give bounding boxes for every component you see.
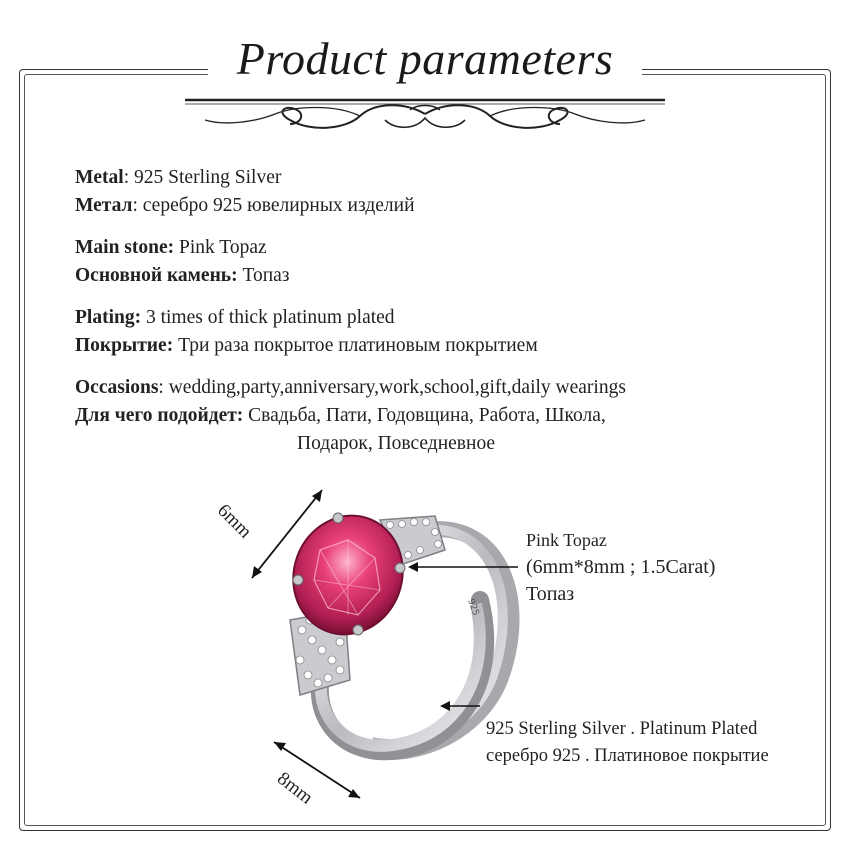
plating-ru-value: Три раза покрытое платиновым покрытием <box>173 335 538 356</box>
dimension-arrow-8mm-icon <box>273 741 361 799</box>
metal-ru-label: Метал <box>75 195 133 216</box>
occasions-ru-row-2: Подарок, Повседневное <box>75 430 815 458</box>
metal-en-row: Metal: 925 Sterling Silver <box>75 164 815 192</box>
stone-label-ru: Топаз <box>526 583 575 605</box>
parameters-list: Metal: 925 Sterling Silver Метал: серебр… <box>75 164 815 472</box>
metal-label-en: 925 Sterling Silver . Platinum Plated <box>486 719 758 739</box>
occasions-ru-value-2: Подарок, Повседневное <box>297 433 496 454</box>
metal-pointer-arrow-icon <box>440 701 480 711</box>
plating-ru-label: Покрытие: <box>75 335 174 356</box>
ring-diagram: 925 <box>251 489 520 799</box>
plating-en-value: 3 times of thick platinum plated <box>141 307 395 328</box>
stone-en-row: Main stone: Pink Topaz <box>75 234 815 262</box>
occasions-ru-label: Для чего подойдет: <box>75 405 244 426</box>
stone-en-value: Pink Topaz <box>174 237 267 258</box>
metal-ru-row: Метал: серебро 925 ювелирных изделий <box>75 192 815 220</box>
plating-en-label: Plating: <box>75 307 142 328</box>
stone-label-size: (6mm*8mm ; 1.5Carat) <box>526 556 716 578</box>
stone-pointer-arrow-icon <box>408 562 518 572</box>
ornament-flourish-icon <box>185 98 665 129</box>
metal-en-value: : 925 Sterling Silver <box>123 167 282 188</box>
plating-en-row: Plating: 3 times of thick platinum plate… <box>75 304 815 332</box>
occasions-ru-row: Для чего подойдет: Свадьба, Пати, Годовщ… <box>75 402 815 430</box>
occasions-en-label: Occasions <box>75 377 159 398</box>
occasions-ru-value: Свадьба, Пати, Годовщина, Работа, Школа, <box>243 405 606 426</box>
page-title: Product parameters <box>236 33 614 84</box>
occasions-en-value: : wedding,party,anniversary,work,school,… <box>158 377 626 398</box>
metal-label-ru: серебро 925 . Платиновое покрытие <box>486 746 769 766</box>
stone-ru-value: Топаз <box>237 265 290 286</box>
pink-topaz-gem-icon <box>292 512 406 636</box>
stone-ru-row: Основной камень: Топаз <box>75 262 815 290</box>
stone-en-label: Main stone: <box>75 237 175 258</box>
metal-en-label: Metal <box>75 167 124 188</box>
stone-label: Pink Topaz (6mm*8mm ; 1.5Carat) Топаз <box>526 527 715 608</box>
stone-ru-label: Основной камень: <box>75 265 238 286</box>
metal-ru-value: : серебро 925 ювелирных изделий <box>132 195 415 216</box>
plating-ru-row: Покрытие: Три раза покрытое платиновым п… <box>75 332 815 360</box>
occasions-en-row: Occasions: wedding,party,anniversary,wor… <box>75 374 815 402</box>
dimension-arrow-6mm-icon <box>251 489 323 579</box>
title-background <box>208 55 642 85</box>
stone-label-name: Pink Topaz <box>526 530 607 550</box>
pave-setting-left <box>289 609 351 696</box>
metal-label: 925 Sterling Silver . Platinum Plated се… <box>486 716 769 770</box>
